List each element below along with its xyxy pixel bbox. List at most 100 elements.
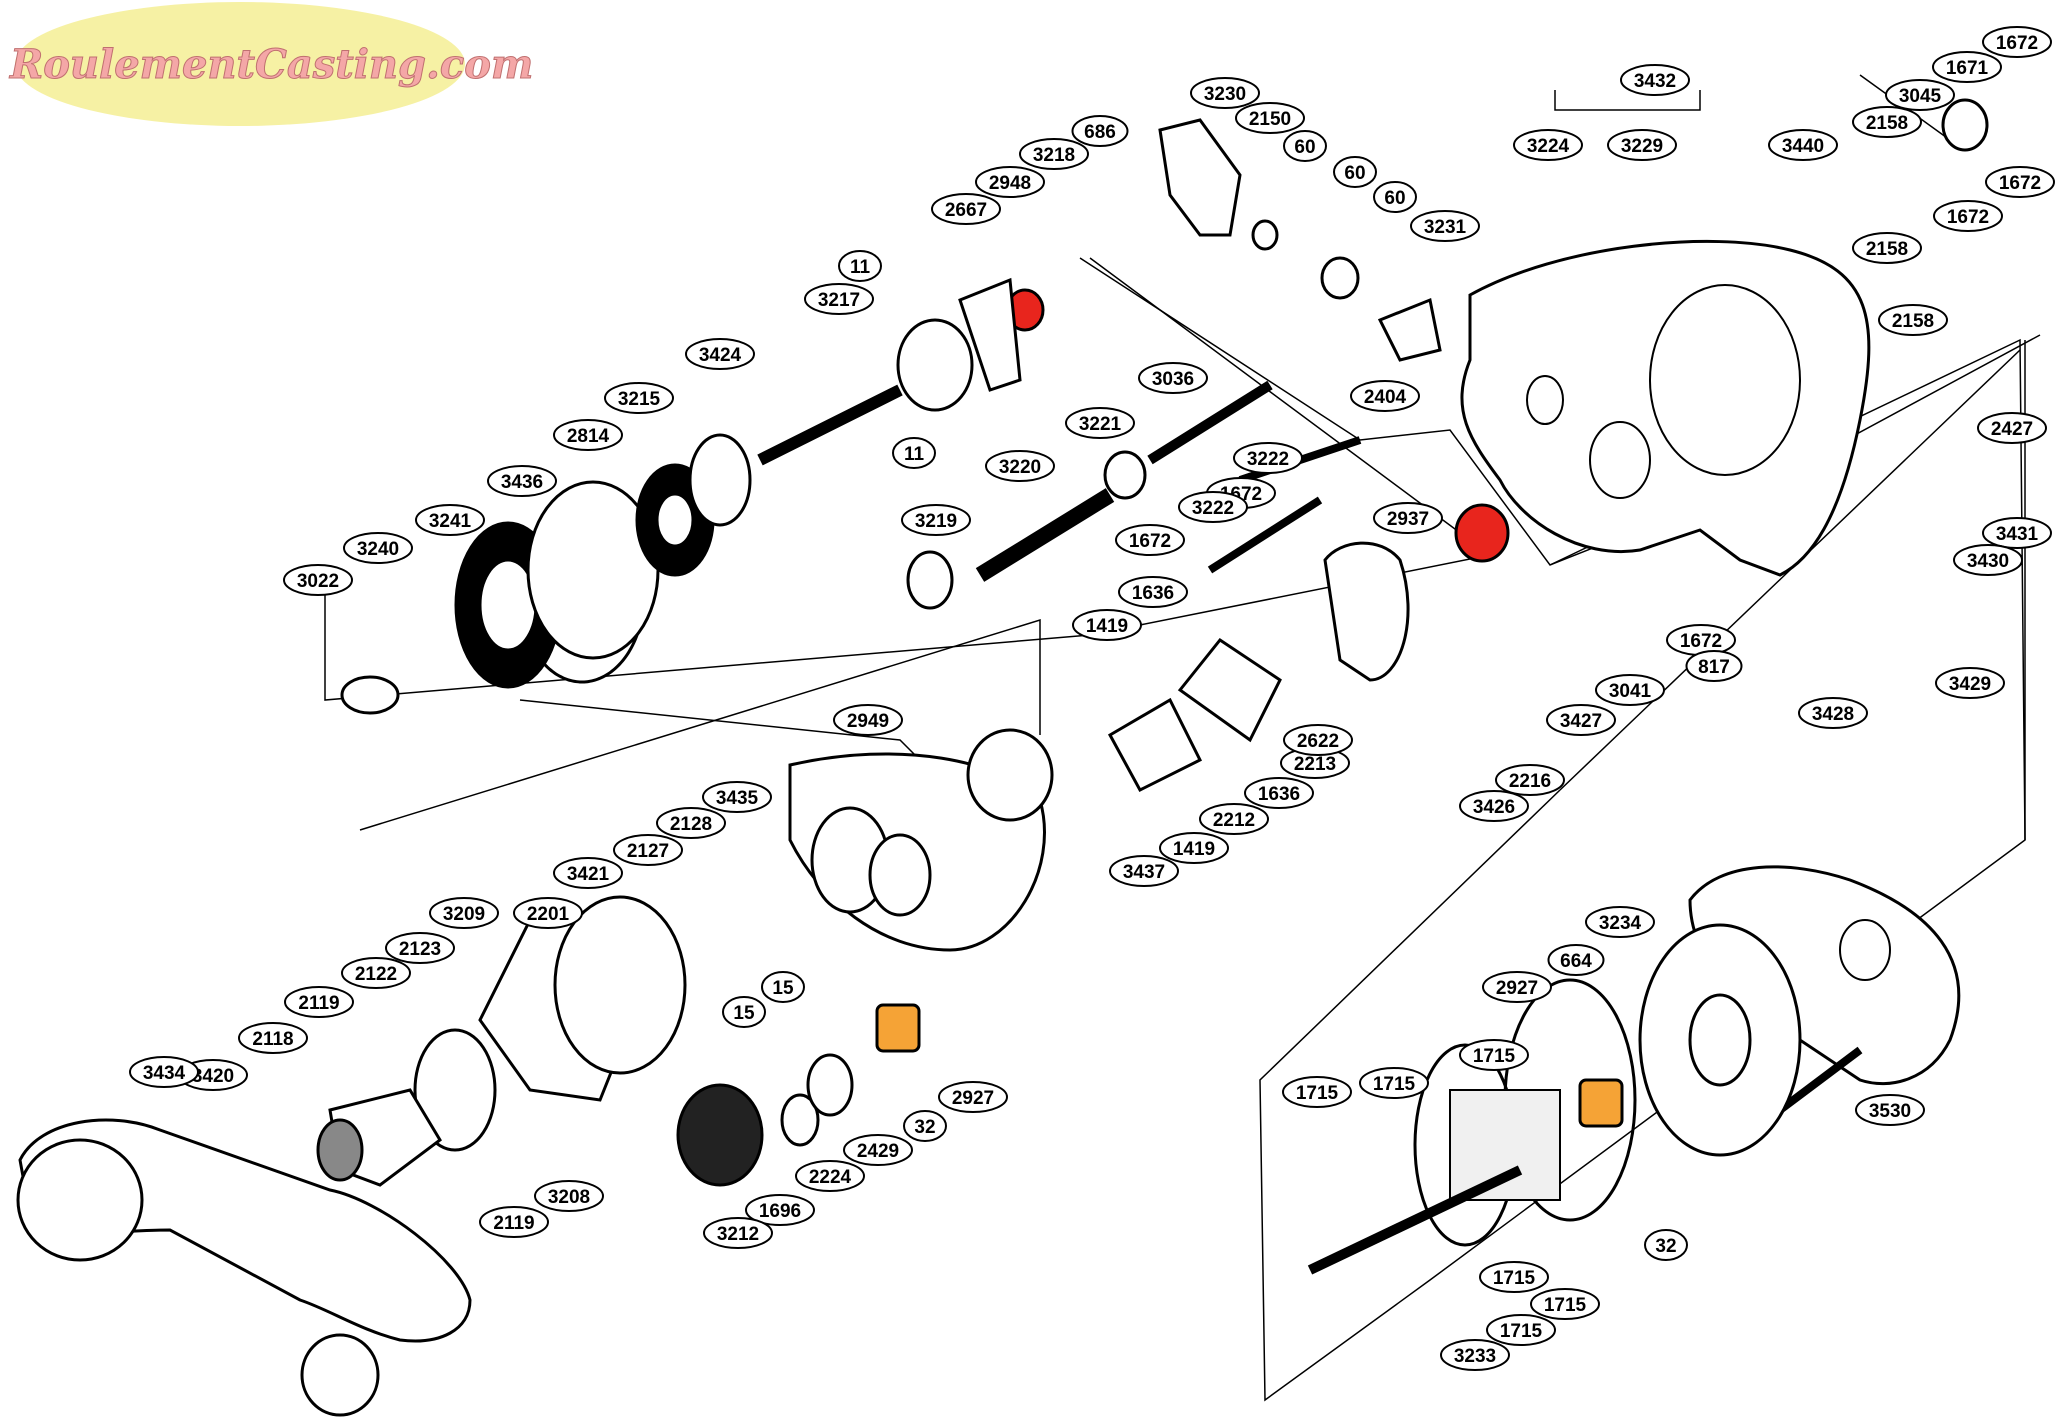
callout-bubble: [833, 704, 903, 736]
callout-number: 3530: [1869, 1101, 1911, 1122]
callout-3436: 3436: [487, 465, 557, 497]
callout-number: 11: [850, 257, 871, 278]
callout-number: 3208: [548, 1187, 590, 1208]
callout-bubble: [1798, 697, 1868, 729]
callout-bubble: [1620, 64, 1690, 96]
callout-number: 1671: [1946, 58, 1989, 79]
callout-3229: 3229: [1607, 129, 1677, 161]
callout-number: 1672: [1129, 531, 1171, 552]
callout-bubble: [1115, 524, 1185, 556]
callout-number: 3431: [1996, 524, 2039, 545]
callout-number: 1696: [759, 1201, 801, 1222]
callout-bubble: [284, 986, 354, 1018]
callout-number: 1715: [1296, 1083, 1339, 1104]
logo: RoulementCasting.com: [9, 2, 534, 126]
callout-number: 15: [772, 978, 794, 999]
callout-32: 32: [903, 1110, 947, 1142]
callout-2224: 2224: [795, 1160, 865, 1192]
callout-number: 3420: [192, 1066, 234, 1087]
callout-bubble: [1019, 138, 1089, 170]
callout-bubble: [1233, 442, 1303, 474]
callout-3430: 3430: [1953, 544, 2023, 576]
callout-number: 3045: [1899, 86, 1942, 107]
callout-bubble: [613, 834, 683, 866]
callout-number: 3436: [501, 472, 543, 493]
callout-number: 664: [1560, 951, 1592, 972]
callout-bubble: [553, 419, 623, 451]
callout-1715: 1715: [1530, 1288, 1600, 1320]
callout-3041: 3041: [1595, 674, 1665, 706]
callout-bubble: [1885, 79, 1955, 111]
callout-bubble: [1644, 1229, 1688, 1261]
reel-frame: [1460, 239, 1871, 577]
callout-2118: 2118: [238, 1022, 308, 1054]
callout-number: 3233: [1454, 1346, 1496, 1367]
bearing-2927-left: [875, 1003, 921, 1053]
callout-number: 1636: [1132, 583, 1174, 604]
callout-3427: 3427: [1546, 704, 1616, 736]
callout-bubble: [1283, 724, 1353, 756]
callout-number: 3429: [1949, 674, 1991, 695]
callout-664: 664: [1547, 944, 1605, 976]
callout-bubble: [385, 932, 455, 964]
callout-number: 2622: [1297, 731, 1339, 752]
bearing-2937: [1454, 503, 1510, 563]
callout-3222: 3222: [1233, 442, 1303, 474]
bearing-2927-right: [1578, 1078, 1624, 1128]
callout-3437: 3437: [1109, 855, 1179, 887]
callout-1419: 1419: [1072, 609, 1142, 641]
callout-3426: 3426: [1459, 790, 1529, 822]
callout-bubble: [843, 1134, 913, 1166]
callout-number: 3231: [1424, 217, 1467, 238]
callout-bubble: [1855, 1094, 1925, 1126]
callout-bubble: [1985, 166, 2055, 198]
callout-bubble: [1982, 517, 2052, 549]
logo-text: RoulementCasting.com: [9, 41, 533, 88]
callout-3440: 3440: [1768, 129, 1838, 161]
callout-60: 60: [1373, 181, 1417, 213]
callout-3219: 3219: [901, 504, 971, 536]
callout-bubble: [761, 971, 805, 1003]
callout-3424: 3424: [685, 338, 755, 370]
callout-bubble: [1933, 200, 2003, 232]
callout-3215: 3215: [604, 382, 674, 414]
callout-bubble: [1479, 1261, 1549, 1293]
callout-number: 3218: [1033, 145, 1075, 166]
callout-number: 3432: [1634, 71, 1676, 92]
callout-2119: 2119: [284, 986, 354, 1018]
callout-60: 60: [1283, 130, 1327, 162]
callout-3209: 3209: [429, 897, 499, 929]
bearings-orange: [875, 1003, 1624, 1128]
callout-2948: 2948: [975, 166, 1045, 198]
callout-number: 1672: [1996, 33, 2038, 54]
callout-3421: 3421: [553, 857, 623, 889]
callout-bubble: [1495, 764, 1565, 796]
callout-number: 2118: [252, 1029, 293, 1050]
callout-number: 60: [1294, 137, 1315, 158]
callout-number: 2128: [670, 814, 712, 835]
callout-2927: 2927: [1482, 971, 1552, 1003]
callout-bubble: [1118, 576, 1188, 608]
callout-bubble: [985, 450, 1055, 482]
callout-bubble: [1359, 1067, 1429, 1099]
callout-number: 3220: [999, 457, 1041, 478]
callout-number: 32: [914, 1117, 935, 1138]
callout-2622: 2622: [1283, 724, 1353, 756]
callout-number: 1419: [1173, 839, 1215, 860]
callout-bubble: [553, 857, 623, 889]
callout-number: 1672: [1680, 631, 1722, 652]
callout-3429: 3429: [1935, 667, 2005, 699]
callout-bubble: [534, 1180, 604, 1212]
callout-number: 3434: [143, 1063, 186, 1084]
cast-control: [1158, 118, 1442, 362]
callout-bubble: [1065, 407, 1135, 439]
grip-knob: [1941, 98, 1989, 152]
callout-number: 3215: [618, 389, 661, 410]
callout-bubble: [283, 564, 353, 596]
callout-number: 3229: [1621, 136, 1663, 157]
callout-number: 1636: [1258, 784, 1300, 805]
callout-1672: 1672: [1115, 524, 1185, 556]
callout-60: 60: [1333, 156, 1377, 188]
callout-2123: 2123: [385, 932, 455, 964]
callout-1715: 1715: [1359, 1067, 1429, 1099]
